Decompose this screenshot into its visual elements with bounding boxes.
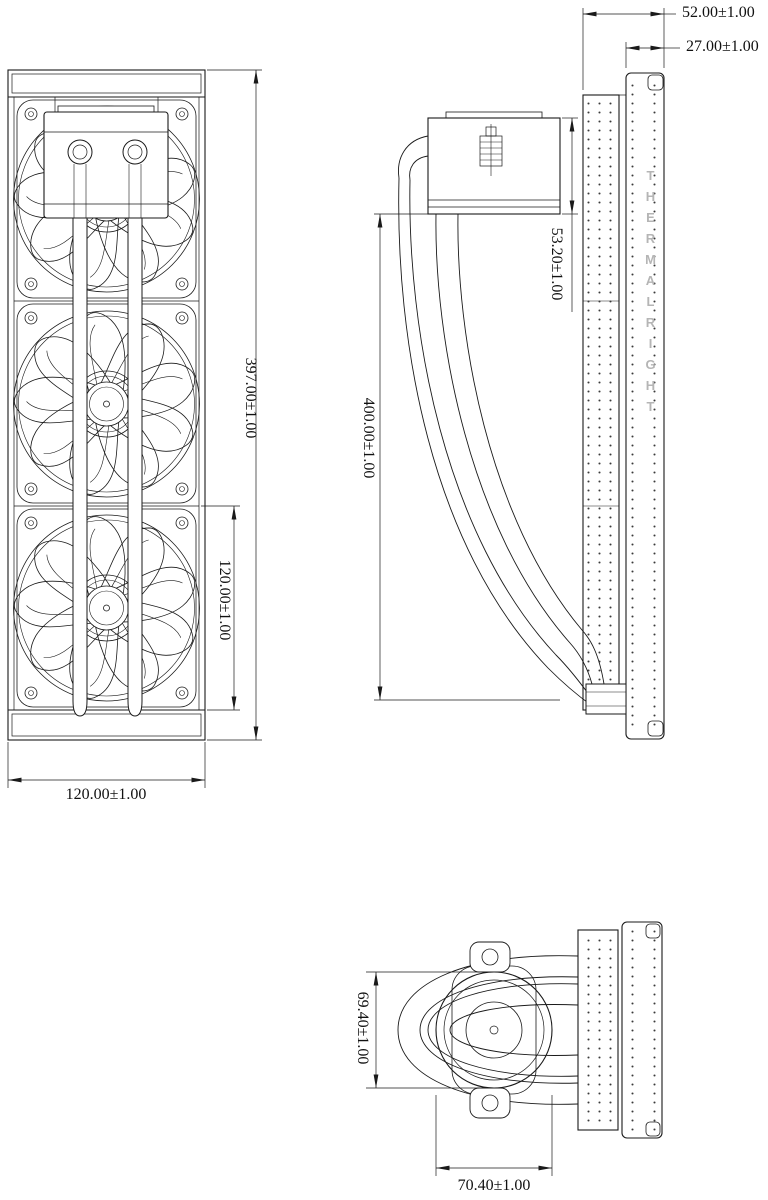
dim-front-width-label: 120.00±1.00	[65, 786, 147, 803]
pump-side	[427, 111, 561, 215]
side-view	[374, 8, 680, 740]
fan-3	[10, 508, 201, 708]
radiator-front	[7, 69, 206, 741]
dim-tube-length-label: 400.00±1.00	[360, 397, 377, 479]
front-view	[7, 69, 262, 788]
dim-lines-bottom	[366, 971, 553, 1176]
dim-radiator-core-thickness-label: 27.00±1.00	[686, 38, 759, 55]
bottom-view	[366, 921, 663, 1176]
pump-front	[43, 97, 169, 219]
radiator-side	[582, 72, 665, 740]
dim-pump-height-label: 53.20±1.00	[548, 227, 565, 301]
dim-radiator-total-thickness-label: 52.00±1.00	[682, 4, 755, 21]
tubes-front	[72, 150, 143, 717]
dim-pump-depth-label: 69.40±1.00	[354, 991, 371, 1065]
radiator-end	[577, 921, 663, 1139]
brand-vertical-label: THERMALRIGHT	[643, 168, 658, 420]
fan-2	[10, 303, 201, 504]
dim-lines-front	[7, 69, 262, 788]
tubes-side	[398, 135, 664, 737]
tubes-top	[397, 955, 579, 1105]
pump-top	[435, 941, 553, 1119]
dim-front-height-label: 397.00±1.00	[242, 357, 259, 439]
dim-pump-width-label: 70.40±1.00	[457, 1177, 531, 1194]
dim-fan-pitch-label: 120.00±1.00	[216, 559, 233, 641]
dim-lines-side	[374, 8, 680, 701]
